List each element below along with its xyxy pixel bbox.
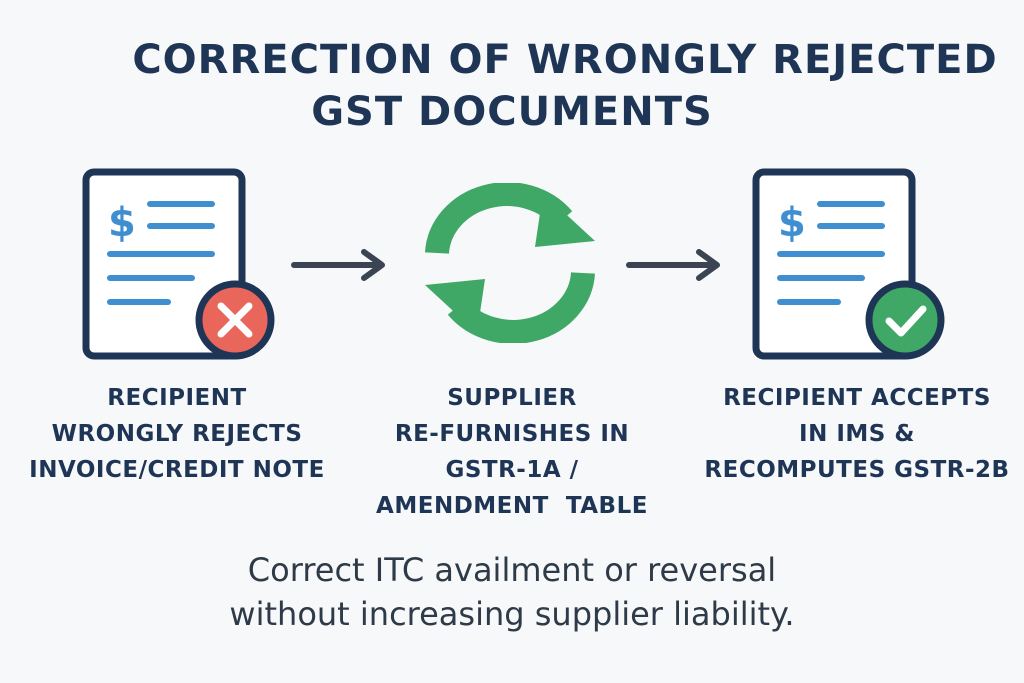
caption-line: GSTR-1A / bbox=[445, 457, 579, 483]
caption-line: RECIPIENT bbox=[107, 385, 247, 411]
caption-line: WRONGLY REJECTS bbox=[51, 421, 303, 447]
step-3-caption: RECIPIENT ACCEPTS IN IMS & RECOMPUTES GS… bbox=[694, 380, 1020, 488]
svg-text:$: $ bbox=[108, 200, 136, 246]
caption-line: IN IMS & bbox=[799, 421, 915, 447]
step-1-caption: RECIPIENT WRONGLY REJECTS INVOICE/CREDIT… bbox=[12, 380, 342, 488]
caption-line: RE-FURNISHES IN bbox=[394, 421, 630, 447]
caption-line: RECOMPUTES GSTR-2B bbox=[704, 457, 1010, 483]
step-2-caption: SUPPLIER RE-FURNISHES IN GSTR-1A / AMEND… bbox=[352, 380, 672, 524]
document-accept-icon: $ bbox=[752, 168, 945, 360]
refresh-cycle-icon bbox=[425, 183, 595, 343]
summary-line-2: without increasing supplier liability. bbox=[229, 595, 795, 633]
document-reject-icon: $ bbox=[82, 168, 275, 360]
caption-line: AMENDMENT TABLE bbox=[376, 493, 648, 519]
title-line-2: GST DOCUMENTS bbox=[311, 89, 713, 135]
svg-text:$: $ bbox=[778, 200, 806, 246]
caption-line: INVOICE/CREDIT NOTE bbox=[29, 457, 325, 483]
summary-text: Correct ITC availment or reversal withou… bbox=[0, 548, 1024, 636]
summary-line-1: Correct ITC availment or reversal bbox=[247, 551, 777, 589]
caption-line: SUPPLIER bbox=[447, 385, 577, 411]
caption-line: RECIPIENT ACCEPTS bbox=[723, 385, 991, 411]
arrow-right-icon bbox=[291, 249, 385, 281]
accept-badge bbox=[865, 280, 945, 360]
title-line-1: CORRECTION OF WRONGLY REJECTED bbox=[132, 37, 998, 83]
arrow-right-icon bbox=[626, 249, 720, 281]
